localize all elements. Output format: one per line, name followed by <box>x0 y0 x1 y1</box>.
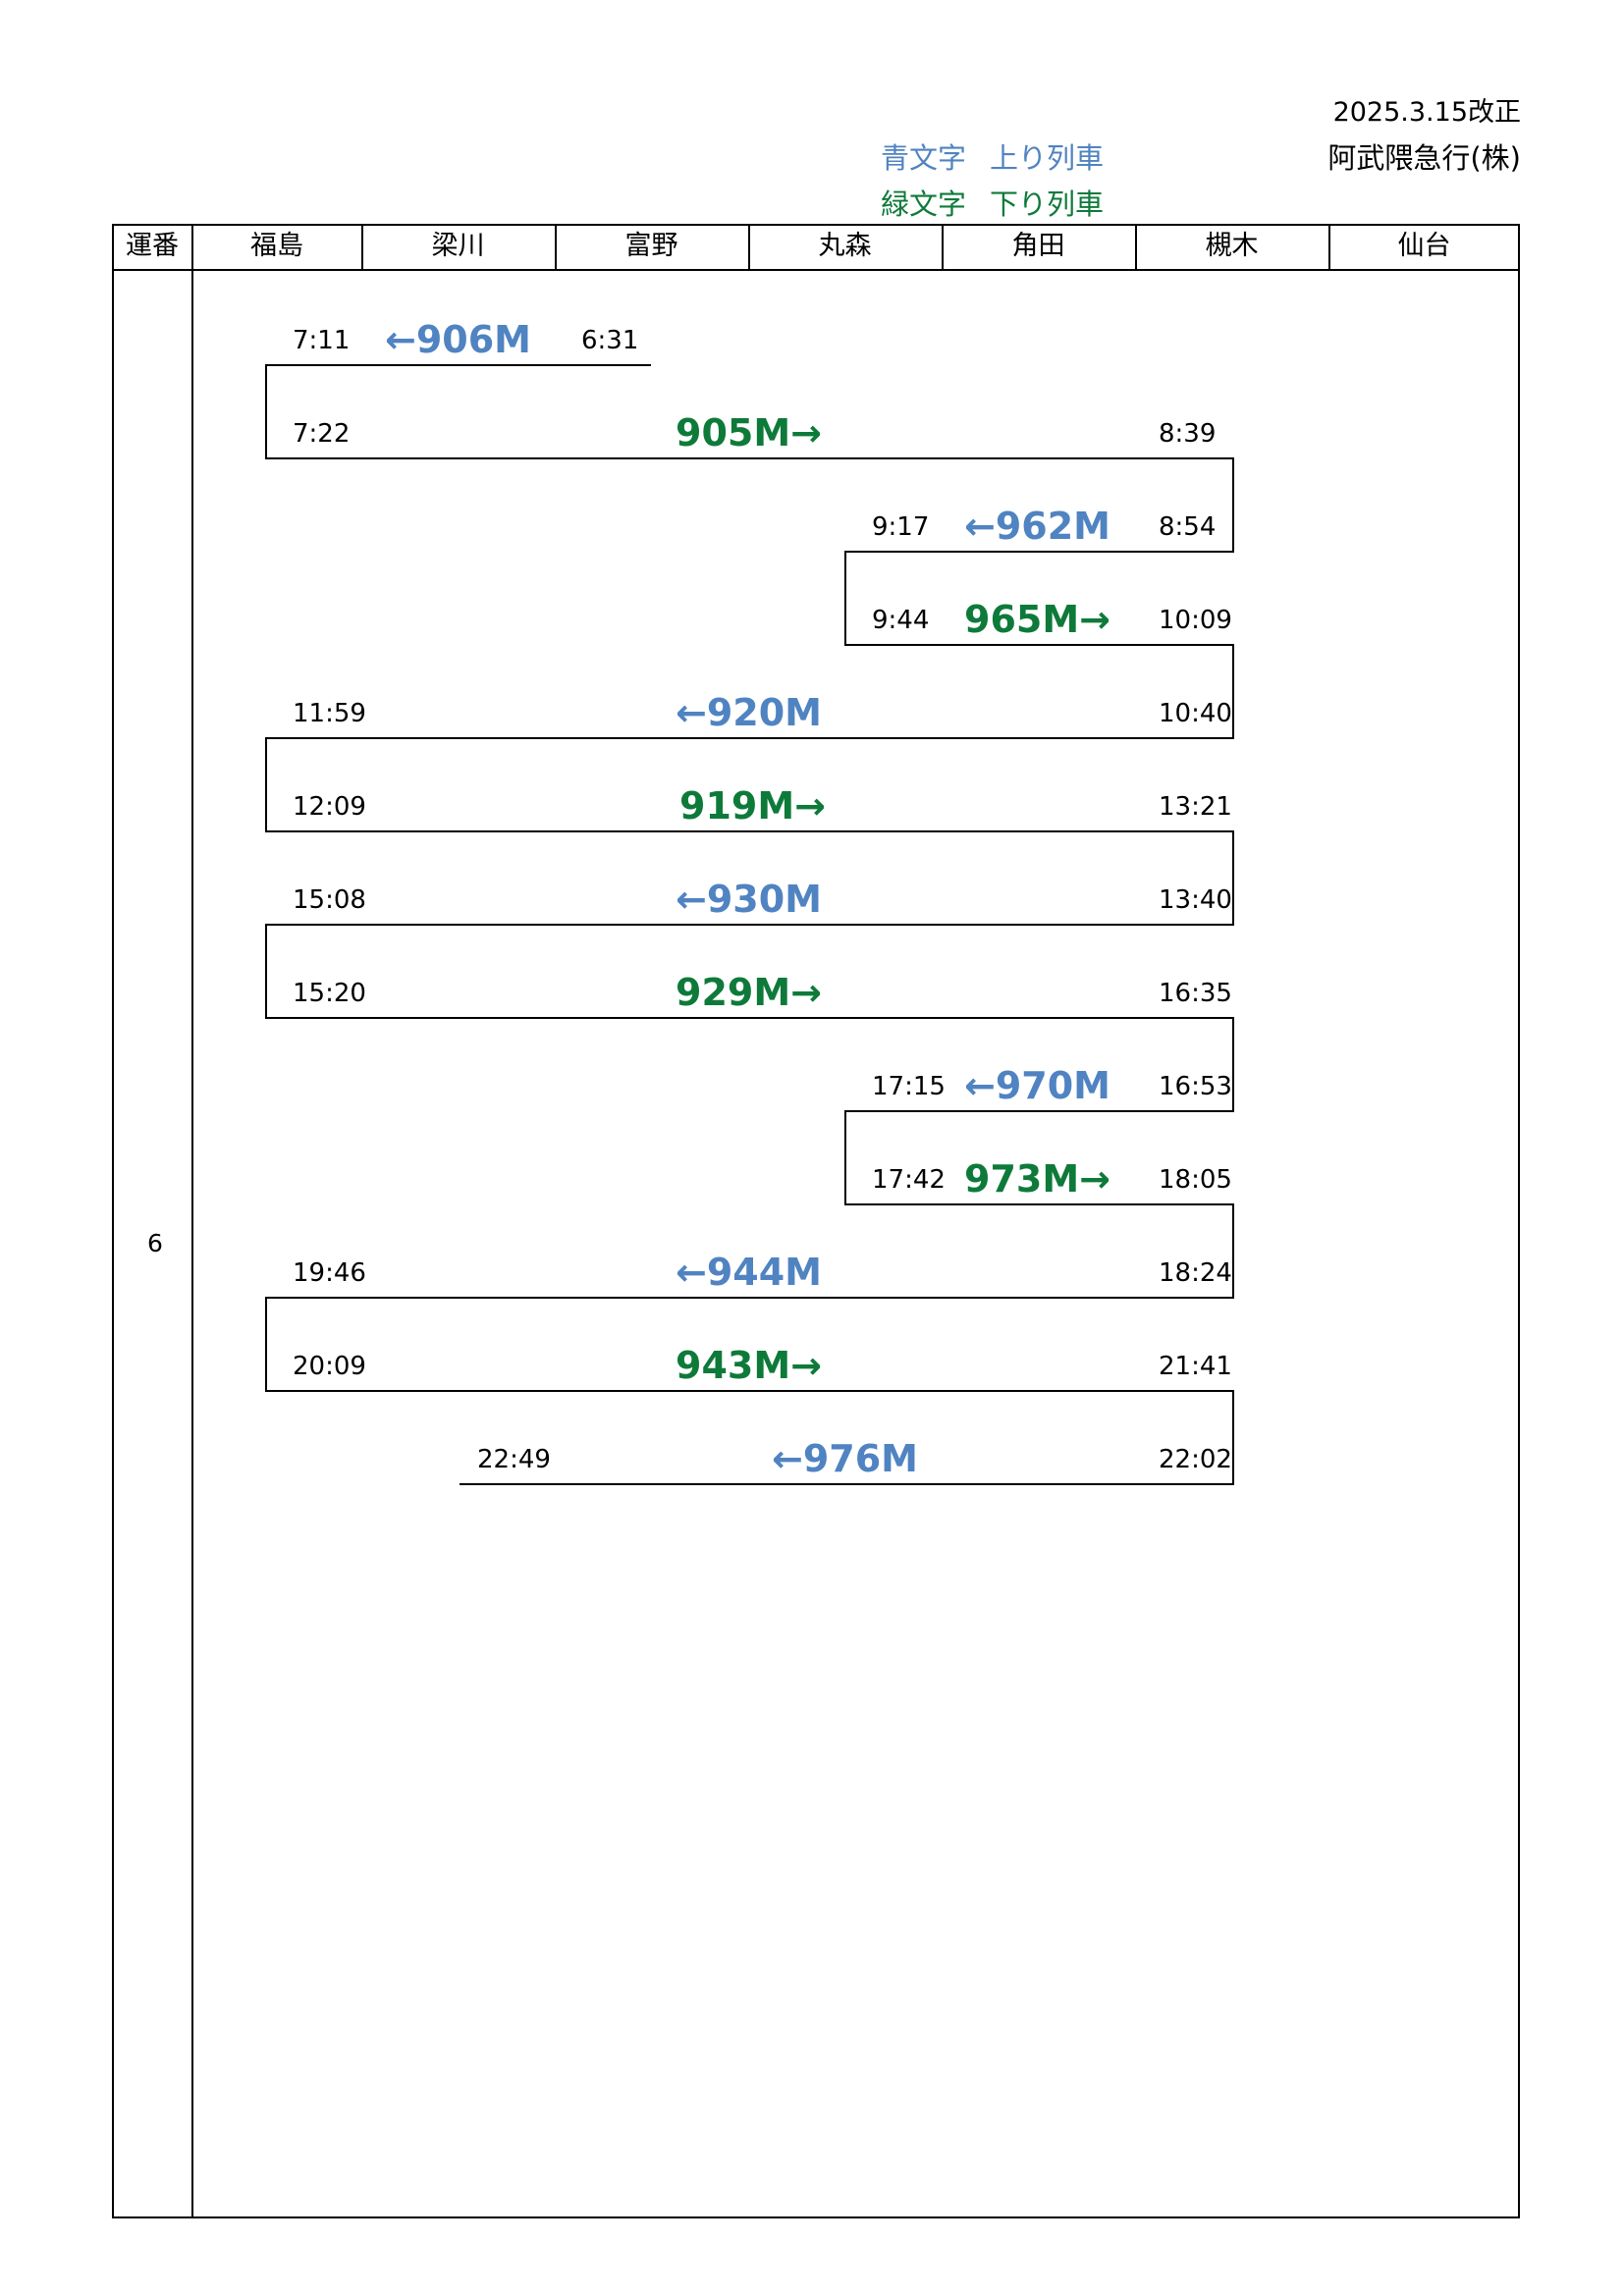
train-number: ←944M <box>676 1251 822 1294</box>
column-header-sendai: 仙台 <box>1397 231 1451 261</box>
column-header-kakuda: 角田 <box>1011 231 1065 261</box>
train-number: ←920M <box>676 691 822 734</box>
time-label: 20:09 <box>293 1352 366 1381</box>
time-label: 9:17 <box>872 512 930 542</box>
train-number: 905M→ <box>676 411 822 454</box>
legend-down-meaning: 下り列車 <box>990 187 1105 221</box>
time-label: 18:24 <box>1159 1258 1232 1288</box>
time-label: 15:08 <box>293 885 366 915</box>
column-header-tsukinoki: 槻木 <box>1205 231 1259 261</box>
time-label: 22:49 <box>477 1445 551 1474</box>
table-frame <box>112 224 1520 2218</box>
time-label: 8:54 <box>1159 512 1217 542</box>
run-column-divider <box>191 224 193 2218</box>
train-number: 965M→ <box>964 598 1110 641</box>
time-label: 10:40 <box>1159 699 1232 728</box>
time-label: 7:11 <box>293 326 351 355</box>
time-label: 15:20 <box>293 979 366 1008</box>
train-number: 919M→ <box>679 784 826 828</box>
train-number: 943M→ <box>676 1344 822 1387</box>
legend-up-meaning: 上り列車 <box>990 141 1105 175</box>
header-divider <box>361 224 363 271</box>
time-label: 13:40 <box>1159 885 1232 915</box>
time-label: 8:39 <box>1159 419 1217 449</box>
time-label: 21:41 <box>1159 1352 1232 1381</box>
column-header-marumori: 丸森 <box>818 231 872 261</box>
time-label: 11:59 <box>293 699 366 728</box>
train-number: ←930M <box>676 878 822 921</box>
revision-date: 2025.3.15改正 <box>1332 97 1521 128</box>
train-number: 929M→ <box>676 971 822 1014</box>
time-label: 22:02 <box>1159 1445 1232 1474</box>
run-number: 6 <box>147 1229 163 1257</box>
train-number: ←970M <box>964 1064 1110 1107</box>
time-label: 10:09 <box>1159 606 1232 635</box>
train-number: ←962M <box>964 505 1110 548</box>
time-label: 18:05 <box>1159 1165 1232 1195</box>
time-label: 17:15 <box>872 1072 946 1101</box>
legend-up-label: 青文字 <box>881 141 967 175</box>
header-divider <box>1328 224 1330 271</box>
time-label: 7:22 <box>293 419 351 449</box>
column-header-yanagawa: 梁川 <box>431 231 485 261</box>
legend-up: 青文字上り列車 <box>881 135 1104 177</box>
header-divider <box>748 224 750 271</box>
column-header-run: 運番 <box>126 231 179 261</box>
time-label: 16:35 <box>1159 979 1232 1008</box>
time-label: 16:53 <box>1159 1072 1232 1101</box>
time-label: 19:46 <box>293 1258 366 1288</box>
legend-down: 緑文字下り列車 <box>881 182 1104 223</box>
column-header-fukushima: 福島 <box>250 231 303 261</box>
header-divider <box>555 224 557 271</box>
turnaround-lines <box>265 364 1234 1485</box>
column-header-tomino: 富野 <box>624 231 678 261</box>
train-number: ←906M <box>385 318 531 361</box>
train-number: ←976M <box>772 1437 918 1480</box>
time-label: 9:44 <box>872 606 930 635</box>
header-divider <box>942 224 944 271</box>
table-header-row: 運番 福島 梁川 富野 丸森 角田 槻木 仙台 <box>112 224 1520 271</box>
header-divider <box>1135 224 1137 271</box>
time-label: 12:09 <box>293 792 366 822</box>
legend-down-label: 緑文字 <box>881 187 967 221</box>
time-label: 6:31 <box>581 326 639 355</box>
time-label: 13:21 <box>1159 792 1232 822</box>
train-number: 973M→ <box>964 1157 1110 1201</box>
time-label: 17:42 <box>872 1165 946 1195</box>
company-name: 阿武隈急行(株) <box>1327 141 1521 175</box>
